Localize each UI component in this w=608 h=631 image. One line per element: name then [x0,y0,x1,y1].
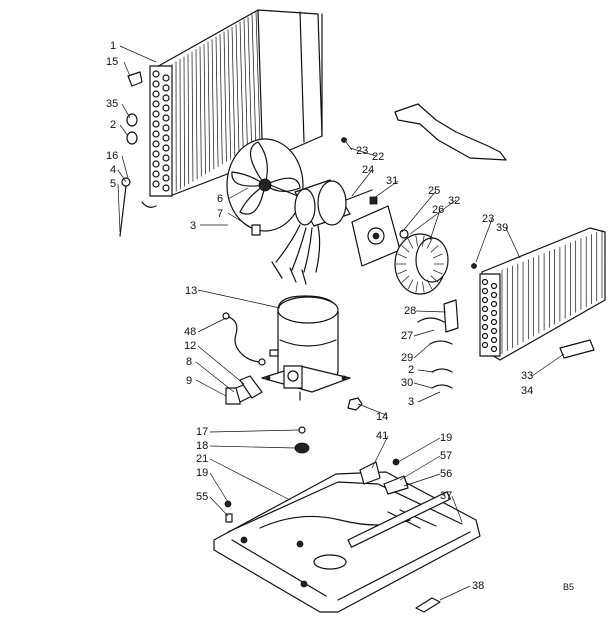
callout-16: 16 [106,150,119,162]
callout-19: 19 [440,432,453,444]
callout-26: 26 [432,204,445,216]
screw-23 [341,137,347,143]
callout-2b: 2 [408,364,415,376]
callout-5: 5 [110,178,117,190]
callout-48: 48 [184,326,197,338]
callout-31: 31 [386,175,399,187]
wire-harness [225,315,263,363]
callout-56: 56 [440,468,453,480]
callout-57: 57 [440,450,453,462]
callout-23: 23 [356,145,369,157]
overload-cover [225,375,263,405]
callout-27: 27 [401,330,414,342]
compressor [261,295,351,401]
callout-28: 28 [404,305,417,317]
fan-blade [226,138,304,232]
callout-18: 18 [196,440,209,452]
callout-6: 6 [217,193,224,205]
callout-3: 3 [190,220,197,232]
base-pan [213,471,481,613]
callout-55: 55 [196,491,209,503]
support-rod [394,103,507,161]
callout-14: 14 [376,411,389,423]
callout-22: 22 [372,151,385,163]
callout-37: 37 [440,490,453,502]
callout-30: 30 [401,377,414,389]
callout-25: 25 [428,185,441,197]
callout-7: 7 [217,208,224,220]
callout-8: 8 [186,356,193,368]
callout-24: 24 [362,164,375,176]
callout-9: 9 [186,375,193,387]
callout-19b: 19 [196,467,209,479]
blower-wheel [394,233,449,295]
callout-29: 29 [401,352,414,364]
callout-41: 41 [376,430,389,442]
fan-motor [271,179,373,285]
callout-17: 17 [196,426,209,438]
callout-3b: 3 [408,396,415,408]
drawing-code: B5 [563,582,575,592]
drain-clip [415,597,441,613]
evaporator-coil [479,227,606,361]
callout-2: 2 [110,119,117,131]
callout-21: 21 [196,453,209,465]
screw-23b [471,263,477,269]
callout-15: 15 [106,56,119,68]
callout-38: 38 [472,580,485,592]
callout-35: 35 [106,98,119,110]
grommet [294,442,310,454]
callout-4: 4 [110,164,117,176]
callout-13: 13 [185,285,198,297]
callout-39: 39 [496,222,509,234]
mount-bracket [359,461,381,485]
callout-1: 1 [110,40,117,52]
callout-32: 32 [448,195,461,207]
fan-clip [251,224,261,236]
callout-12: 12 [184,340,197,352]
callout-33: 33 [521,370,534,382]
callout-23b: 23 [482,213,495,225]
callout-34: 34 [521,385,534,397]
motor-mount-bracket [351,196,409,267]
nut [347,397,363,411]
clip-bracket [383,475,409,495]
